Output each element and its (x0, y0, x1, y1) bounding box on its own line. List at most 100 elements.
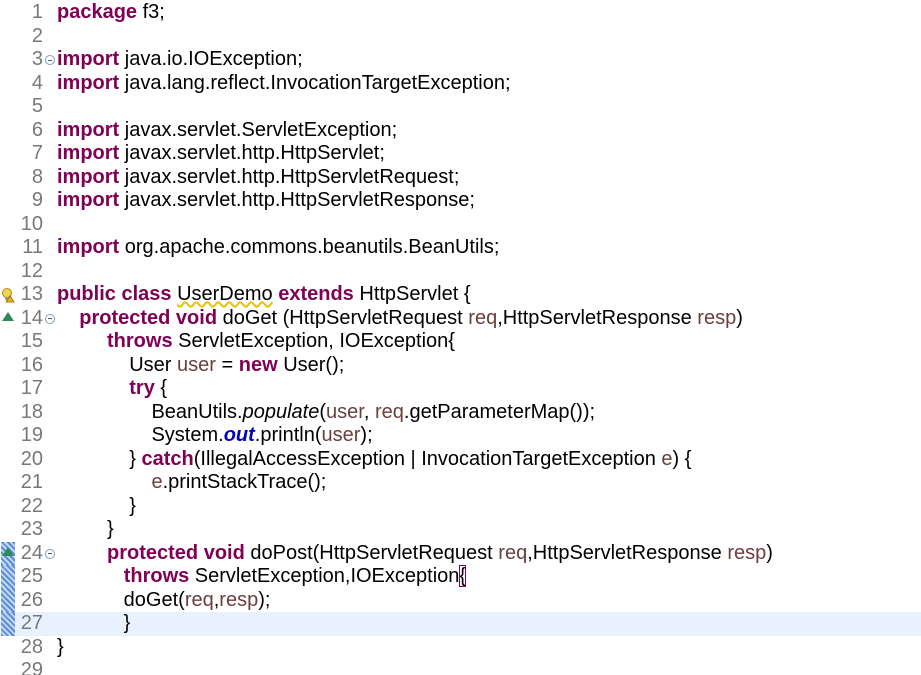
code-line-24[interactable]: 24 protected void doPost(HttpServletRequ… (0, 541, 921, 566)
override-triangle-icon[interactable] (2, 311, 14, 321)
code-text[interactable]: doGet(req,resp); (57, 589, 271, 613)
line-gutter[interactable]: 25 (0, 565, 56, 589)
line-gutter[interactable]: 18 (0, 401, 56, 425)
line-gutter[interactable]: 9 (0, 189, 56, 213)
line-gutter[interactable]: 19 (0, 424, 56, 448)
variable-token: req (498, 541, 528, 564)
variable-token: user (326, 400, 364, 423)
line-gutter[interactable]: 14 (0, 307, 56, 331)
code-token: javax.servlet.ServletException; (119, 118, 398, 141)
line-number: 20 (20, 447, 43, 470)
line-gutter[interactable]: 24 (0, 541, 56, 565)
line-gutter[interactable]: 21 (0, 471, 56, 495)
code-text[interactable]: try { (57, 377, 167, 401)
code-text[interactable]: import javax.servlet.ServletException; (57, 119, 397, 143)
code-text[interactable]: } (57, 612, 131, 636)
code-line-29[interactable]: 29 (0, 659, 921, 675)
code-text[interactable]: import javax.servlet.http.HttpServletReq… (57, 166, 459, 190)
line-gutter[interactable]: 12 (0, 260, 56, 284)
code-text[interactable]: BeanUtils.populate(user, req.getParamete… (57, 401, 595, 425)
code-text[interactable]: throws ServletException,IOException{ (57, 565, 467, 589)
line-gutter[interactable]: 23 (0, 518, 56, 542)
code-line-26[interactable]: 26 doGet(req,resp); (0, 588, 921, 613)
line-gutter[interactable]: 20 (0, 448, 56, 472)
line-gutter[interactable]: 7 (0, 142, 56, 166)
line-gutter[interactable]: 22 (0, 495, 56, 519)
code-line-19[interactable]: 19 System.out.println(user); (0, 424, 921, 448)
code-line-22[interactable]: 22 } (0, 495, 921, 519)
code-text[interactable]: } (57, 518, 114, 542)
code-text[interactable]: } (57, 495, 136, 519)
line-gutter[interactable]: 27 (0, 612, 56, 636)
line-gutter[interactable]: 26 (0, 588, 56, 612)
code-line-5[interactable]: 5 (0, 95, 921, 119)
code-line-18[interactable]: 18 BeanUtils.populate(user, req.getParam… (0, 401, 921, 425)
warning-lightbulb-icon[interactable] (1, 286, 15, 303)
override-triangle-icon[interactable] (2, 546, 14, 556)
code-line-20[interactable]: 20 } catch(IllegalAccessException | Invo… (0, 448, 921, 472)
code-line-21[interactable]: 21 e.printStackTrace(); (0, 471, 921, 495)
code-line-2[interactable]: 2 (0, 25, 921, 49)
keyword-token: import (57, 142, 120, 164)
line-gutter[interactable]: 11 (0, 236, 56, 260)
line-gutter[interactable]: 5 (0, 95, 56, 119)
code-line-28[interactable]: 28} (0, 636, 921, 660)
code-line-23[interactable]: 23 } (0, 518, 921, 542)
line-gutter[interactable]: 8 (0, 166, 56, 190)
line-gutter[interactable]: 28 (0, 636, 56, 660)
line-gutter[interactable]: 15 (0, 330, 56, 354)
code-text[interactable]: } (57, 636, 64, 660)
code-token: = (215, 353, 239, 376)
fold-collapse-icon[interactable] (45, 55, 55, 65)
line-gutter[interactable]: 2 (0, 25, 56, 49)
fold-collapse-icon[interactable] (45, 313, 55, 324)
code-text[interactable]: throws ServletException, IOException{ (57, 330, 455, 354)
keyword-token: try (129, 377, 155, 399)
code-text[interactable]: import javax.servlet.http.HttpServletRes… (57, 189, 475, 213)
code-line-27[interactable]: 27 } (0, 612, 921, 636)
code-text[interactable]: } catch(IllegalAccessException | Invocat… (57, 448, 691, 472)
line-gutter[interactable]: 1 (0, 1, 56, 25)
code-text[interactable]: protected void doPost(HttpServletRequest… (57, 542, 773, 566)
line-number: 4 (31, 71, 43, 94)
keyword-token: class (121, 283, 172, 305)
line-gutter[interactable]: 6 (0, 119, 56, 143)
code-line-4[interactable]: 4 import java.lang.reflect.InvocationTarg… (0, 72, 921, 96)
code-line-14[interactable]: 14 protected void doGet (HttpServletRequ… (0, 307, 921, 331)
code-text[interactable]: System.out.println(user); (57, 424, 372, 448)
code-text[interactable]: public class UserDemo extends HttpServle… (57, 283, 471, 307)
code-text[interactable]: import java.io.IOException; (57, 48, 303, 72)
line-gutter[interactable]: 4 (0, 72, 56, 96)
code-text[interactable]: import org.apache.commons.beanutils.Bean… (57, 236, 499, 260)
keyword-token: package (57, 1, 138, 23)
code-text[interactable]: import javax.servlet.http.HttpServlet; (57, 142, 385, 166)
code-line-25[interactable]: 25 throws ServletException,IOException{ (0, 565, 921, 589)
line-gutter[interactable]: 3 (0, 48, 56, 72)
line-gutter[interactable]: 16 (0, 354, 56, 378)
line-gutter[interactable]: 29 (0, 659, 56, 675)
code-line-10[interactable]: 10 (0, 213, 921, 237)
line-number: 29 (20, 659, 43, 675)
code-text[interactable]: User user = new User(); (57, 354, 344, 378)
code-line-15[interactable]: 15 throws ServletException, IOException{ (0, 330, 921, 354)
line-gutter[interactable]: 17 (0, 377, 56, 401)
code-line-16[interactable]: 16 User user = new User(); (0, 354, 921, 378)
code-text[interactable]: protected void doGet (HttpServletRequest… (57, 307, 743, 331)
line-gutter[interactable]: 13 (0, 283, 56, 307)
line-gutter[interactable]: 10 (0, 213, 56, 237)
code-text[interactable]: e.printStackTrace(); (57, 471, 326, 495)
code-text[interactable]: package f3; (57, 1, 165, 25)
code-text[interactable]: import java.lang.reflect.InvocationTarge… (57, 72, 511, 96)
fold-collapse-icon[interactable] (45, 548, 55, 559)
code-line-17[interactable]: 17 try { (0, 377, 921, 401)
code-line-12[interactable]: 12 (0, 260, 921, 284)
